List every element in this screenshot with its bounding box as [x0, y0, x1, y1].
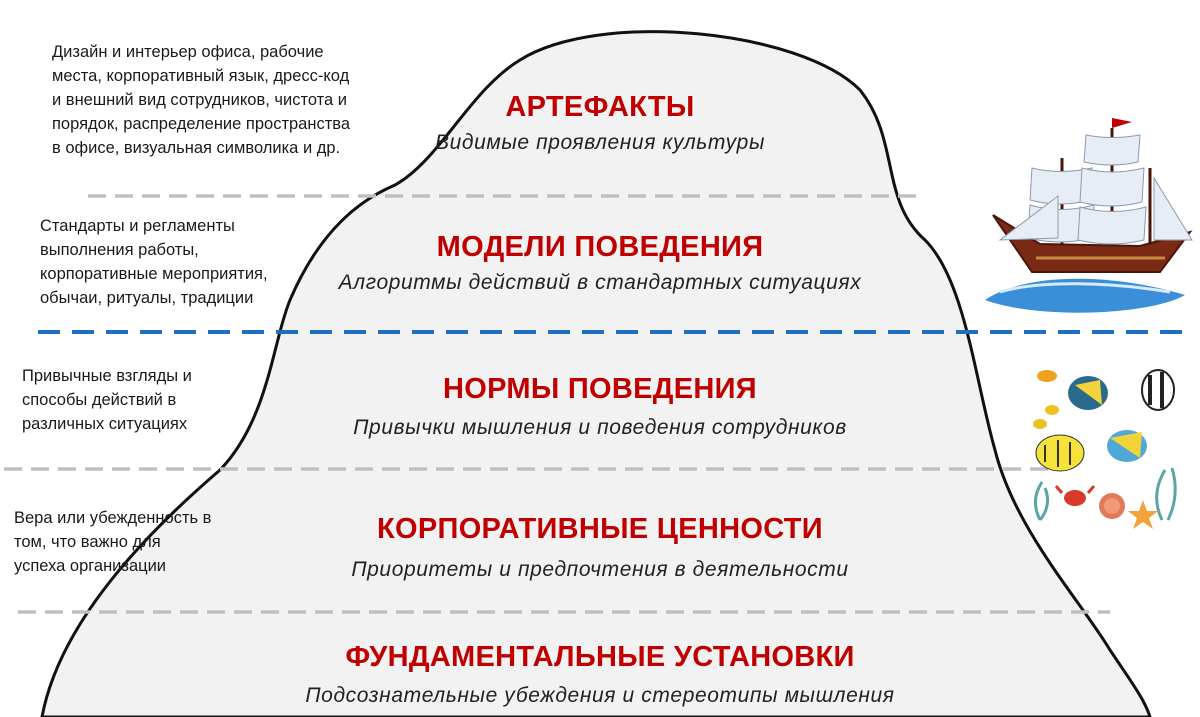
note-artifacts: Дизайн и интерьер офиса, рабочие места, … — [52, 40, 350, 160]
note-line: том, что важно для — [14, 530, 211, 554]
note-line: Привычные взгляды и — [22, 364, 192, 388]
note-corporate-values: Вера или убежденность в том, что важно д… — [14, 506, 211, 578]
note-line: порядок, распределение пространства — [52, 112, 350, 136]
layer-title-fundamental-assumptions: ФУНДАМЕНТАЛЬНЫЕ УСТАНОВКИ — [0, 641, 1200, 674]
note-line: Дизайн и интерьер офиса, рабочие — [52, 40, 350, 64]
layer-subtitle-fundamental-assumptions: Подсознательные убеждения и стереотипы м… — [0, 684, 1200, 708]
note-line: в офисе, визуальная символика и др. — [52, 136, 350, 160]
note-line: места, корпоративный язык, дресс-код — [52, 64, 350, 88]
note-line: способы действий в — [22, 388, 192, 412]
crab-icon — [1056, 486, 1094, 506]
note-line: успеха организации — [14, 554, 211, 578]
note-line: обычаи, ритуалы, традиции — [40, 286, 268, 310]
note-line: Вера или убежденность в — [14, 506, 211, 530]
note-line: корпоративные мероприятия, — [40, 262, 268, 286]
note-line: и внешний вид сотрудников, чистота и — [52, 88, 350, 112]
note-behavior-models: Стандарты и регламенты выполнения работы… — [40, 214, 268, 310]
note-line: Стандарты и регламенты — [40, 214, 268, 238]
note-behavior-norms: Привычные взгляды и способы действий в р… — [22, 364, 192, 436]
note-line: различных ситуациях — [22, 412, 192, 436]
note-line: выполнения работы, — [40, 238, 268, 262]
